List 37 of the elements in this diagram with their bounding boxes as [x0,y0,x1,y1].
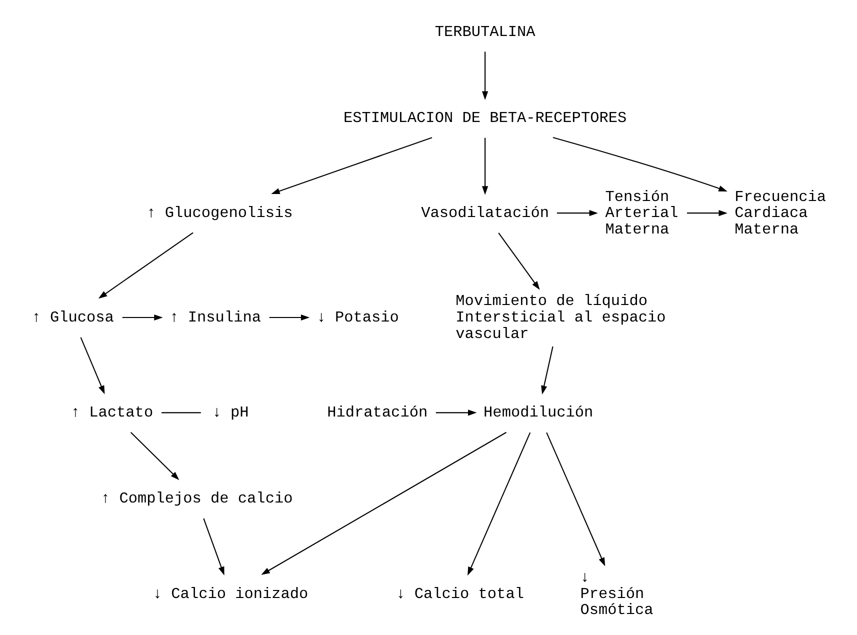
node-text: ↑ Glucosa [32,308,114,327]
node-text: ↓ Presión Osmótica [580,568,654,620]
arrow [80,337,105,394]
arrow [552,136,728,192]
arrow [468,432,531,576]
arrow [556,210,598,216]
node-text: Hidratación [327,404,428,422]
arrow [687,210,728,216]
node-text: Tensión Arterial Materna [605,188,678,238]
node-text: Hemodilución [484,404,594,422]
node-text: Vasodilatación [421,204,549,222]
arrow [130,432,180,480]
arrow [482,138,488,195]
node-text: ↓ Potasio [316,308,399,327]
arrow [436,410,477,416]
arrow [261,432,507,575]
arrow [482,52,488,100]
node-text: ESTIMULACION DE BETA-RECEPTORES [343,108,627,127]
arrow [498,232,540,290]
node-text: TERBUTALINA [434,23,536,42]
connector [162,412,201,414]
node-text: ↑ Complejos de calcio [100,490,293,508]
node-text: ↑ Lactato [70,404,154,422]
node-text: ↓ Calcio ionizado [152,584,308,603]
arrow [541,346,554,394]
arrow [546,432,606,566]
arrow [269,314,310,321]
node-text: ↓ Calcio total [396,584,524,603]
node-text: Frecuencia Cardiaca Materna [734,188,826,238]
arrow [98,232,194,299]
node-text: ↑ Glucogenolisis [146,204,293,222]
arrow [271,137,432,194]
node-text: Movimiento de líquido Intersticial al espacio vascular [456,292,666,343]
node-text: ↑ Insulina [170,308,261,327]
node-text: ↓ pH [212,404,249,422]
arrow [203,518,224,576]
arrow [122,314,163,321]
